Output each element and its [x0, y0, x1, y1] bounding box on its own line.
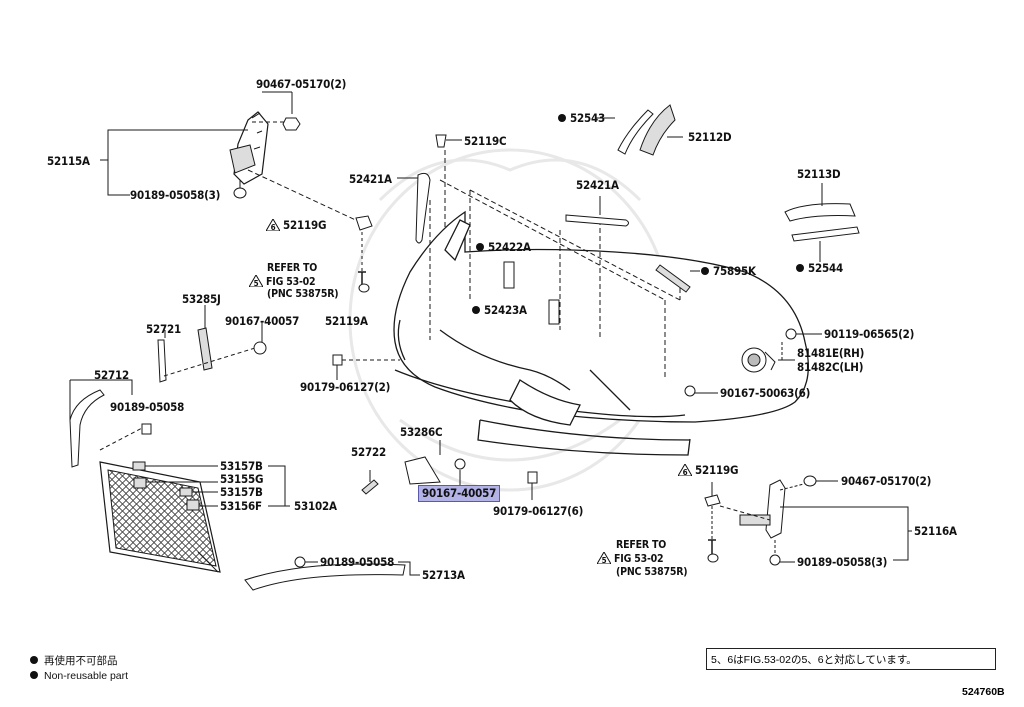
fig-reference-note: 5、6はFIG.53-02の5、6と対応しています。	[706, 648, 996, 670]
label-52115A[interactable]: 52115A	[47, 154, 90, 168]
legend-non-reusable-en: Non-reusable part	[30, 670, 128, 682]
diagram-id: 524760B	[962, 686, 1005, 698]
label-90167-40057-top[interactable]: 90167-40057	[225, 314, 300, 328]
refer-note-bottom-1: REFER TO	[616, 539, 667, 551]
label-53157B-b[interactable]: 53157B	[220, 485, 263, 499]
label-53156F[interactable]: 53156F	[220, 499, 262, 513]
label-90179-06127-2[interactable]: 90179-06127(2)	[300, 380, 391, 394]
label-52112D[interactable]: 52112D	[688, 130, 732, 144]
label-52421A-right[interactable]: 52421A	[576, 178, 619, 192]
marker-triangle-5-icon: 5	[249, 275, 263, 288]
label-90119-06565[interactable]: 90119-06565(2)	[824, 327, 915, 341]
leader-52115A-b	[107, 160, 130, 196]
label-90167-40057-highlighted[interactable]: 90167-40057	[418, 485, 501, 502]
label-52722[interactable]: 52722	[351, 445, 386, 459]
marker-triangle-5-icon: 5	[597, 552, 611, 565]
strip-52421A-left	[415, 172, 431, 244]
label-52543[interactable]: 52543	[558, 112, 605, 125]
marker-triangle-6-icon: 6	[678, 464, 692, 477]
bumper-cover-52119A	[393, 210, 809, 456]
bracket-52115A	[229, 111, 269, 185]
label-52713A[interactable]: 52713A	[422, 568, 465, 582]
label-52119A[interactable]: 52119A	[325, 314, 368, 328]
leader-52115A	[100, 129, 248, 161]
label-90189-05058-bottom[interactable]: 90189-05058	[320, 555, 395, 569]
bullet-icon	[30, 671, 38, 679]
label-53155G[interactable]: 53155G	[220, 472, 264, 486]
label-90467-05170-bottom[interactable]: 90467-05170(2)	[841, 474, 932, 488]
clip-top	[282, 117, 301, 131]
label-52544[interactable]: 52544	[796, 262, 843, 275]
bullet-icon	[30, 656, 38, 664]
label-52423A[interactable]: 52423A	[472, 304, 527, 317]
refer-note-bottom-3: (PNC 53875R)	[616, 566, 688, 578]
label-81481E[interactable]: 81481E(RH)	[797, 346, 865, 360]
label-52113D[interactable]: 52113D	[797, 167, 841, 181]
label-81482C[interactable]: 81482C(LH)	[797, 360, 864, 374]
label-90467-05170-top[interactable]: 90467-05170(2)	[256, 77, 347, 91]
label-53285J[interactable]: 53285J	[182, 292, 221, 306]
clip-52119C	[435, 134, 447, 148]
alignment-lines	[429, 150, 681, 380]
label-53102A[interactable]: 53102A	[294, 499, 337, 513]
label-52712[interactable]: 52712	[94, 368, 129, 382]
label-90189-05058-3-bottom[interactable]: 90189-05058(3)	[797, 555, 888, 569]
label-90189-05058-3-top[interactable]: 90189-05058(3)	[130, 188, 221, 202]
bracket-52116A	[739, 479, 786, 539]
horn-81481E	[741, 347, 776, 373]
label-75895K[interactable]: 75895K	[701, 265, 756, 278]
label-52116A[interactable]: 52116A	[914, 524, 957, 538]
label-52721[interactable]: 52721	[146, 322, 181, 336]
label-53286C[interactable]: 53286C	[400, 425, 443, 439]
marker-triangle-6-icon: 6	[266, 219, 280, 232]
grille-53102A	[99, 461, 221, 573]
label-90179-06127-6[interactable]: 90179-06127(6)	[493, 504, 584, 518]
label-90189-05058-left[interactable]: 90189-05058	[110, 400, 185, 414]
label-90167-50063[interactable]: 90167-50063(6)	[720, 386, 811, 400]
label-52422A[interactable]: 52422A	[476, 241, 531, 254]
label-52119C[interactable]: 52119C	[464, 134, 507, 148]
refer-note-top-3: (PNC 53875R)	[267, 288, 339, 300]
legend-non-reusable-jp: 再使用不可部品	[30, 653, 118, 668]
label-53157B-a[interactable]: 53157B	[220, 459, 263, 473]
refer-note-top-1: REFER TO	[267, 262, 318, 274]
label-52421A-left[interactable]: 52421A	[349, 172, 392, 186]
